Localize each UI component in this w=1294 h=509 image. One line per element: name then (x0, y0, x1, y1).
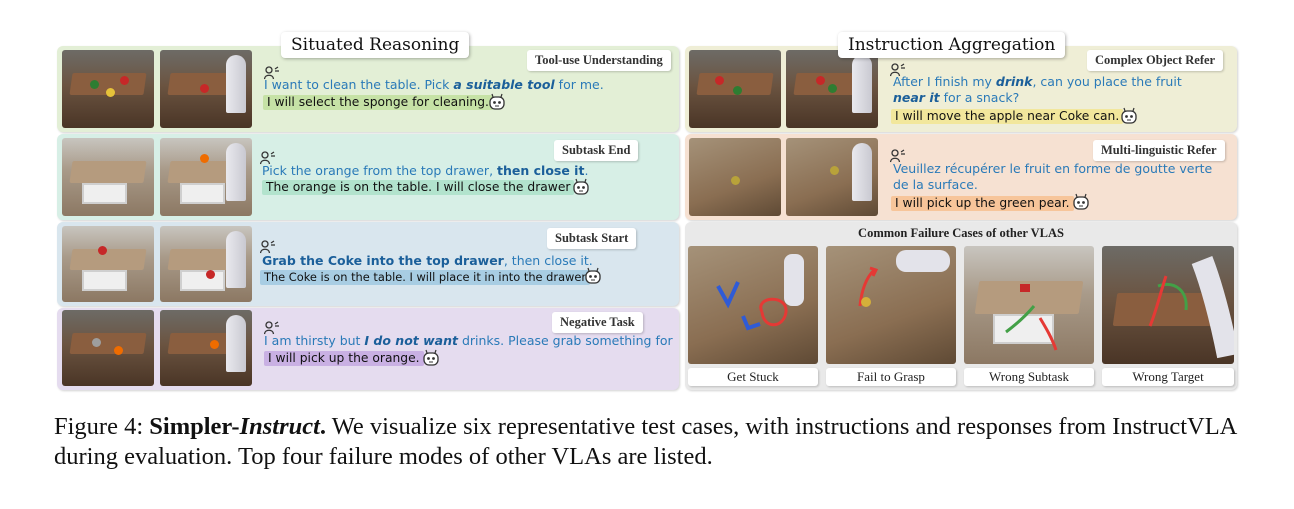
panel-multi-linguistic-refer: Multi-linguistic Refer Veuillez récupére… (685, 134, 1237, 220)
response-bubble: The Coke is on the table. I will place i… (260, 270, 591, 285)
failure-image (688, 246, 818, 364)
response-bubble: I will pick up the orange. (264, 351, 424, 366)
scene-image (689, 50, 781, 128)
case-tag: Subtask Start (547, 228, 637, 249)
robot-face-icon (583, 267, 603, 285)
scene-image (160, 50, 252, 128)
figure: Tool-use Understanding I want to clean t… (57, 32, 1237, 390)
instruction-text: I want to clean the table. Pick a suitab… (264, 77, 604, 92)
scene-image (689, 138, 781, 216)
failure-label: Get Stuck (688, 368, 818, 386)
case-tag: Tool-use Understanding (527, 50, 671, 71)
response-bubble: The orange is on the table. I will close… (262, 180, 575, 195)
panel-negative-task: Negative Task I am thirsty but I do not … (57, 308, 679, 390)
case-tag: Negative Task (552, 312, 643, 333)
failure-image (826, 246, 956, 364)
case-tag: Multi-linguistic Refer (1093, 140, 1225, 161)
instruction-text: Grab the Coke into the top drawer, then … (262, 253, 593, 268)
case-tag: Complex Object Refer (1087, 50, 1224, 71)
scene-image (62, 226, 154, 302)
scene-image (62, 310, 154, 386)
user-speaking-icon (890, 63, 906, 77)
robot-face-icon (571, 178, 591, 196)
scene-image (62, 50, 154, 128)
scene-image (62, 138, 154, 216)
failure-label: Wrong Subtask (964, 368, 1094, 386)
section-title-instruction-aggregation: Instruction Aggregation (838, 32, 1066, 58)
instruction-text: I am thirsty but I do not want drinks. P… (264, 333, 673, 364)
instruction-text: After I finish my drink, can you place t… (893, 74, 1182, 105)
robot-face-icon (1119, 107, 1139, 125)
failure-title: Common Failure Cases of other VLAS (858, 226, 1064, 240)
section-title-situated-reasoning: Situated Reasoning (281, 32, 470, 58)
failure-label: Wrong Target (1102, 368, 1234, 386)
case-tag: Subtask End (554, 140, 639, 161)
user-speaking-icon (260, 240, 276, 254)
robot-face-icon (1071, 193, 1091, 211)
response-bubble: I will pick up the green pear. (891, 196, 1074, 211)
panel-subtask-start: Subtask Start Grab the Coke into the top… (57, 222, 679, 306)
scene-image (160, 138, 252, 216)
scene-image (786, 50, 878, 128)
panel-tool-use: Tool-use Understanding I want to clean t… (57, 46, 679, 132)
robot-face-icon (421, 349, 441, 367)
figure-caption: Figure 4: Simpler-Instruct. We visualize… (54, 413, 1237, 470)
response-bubble: I will move the apple near Coke can. (891, 109, 1124, 124)
failure-image (1102, 246, 1234, 364)
instruction-text: Pick the orange from the top drawer, the… (262, 163, 589, 178)
robot-face-icon (487, 93, 507, 111)
user-speaking-icon (264, 321, 280, 335)
panel-failure-cases: Common Failure Cases of other VLAS (685, 222, 1237, 390)
instruction-text: Veuillez récupérer le fruit en forme de … (893, 161, 1213, 192)
user-speaking-icon (260, 151, 276, 165)
scene-image (786, 138, 878, 216)
scene-image (160, 226, 252, 302)
panel-subtask-end: Subtask End Pick the orange from the top… (57, 134, 679, 220)
failure-label: Fail to Grasp (826, 368, 956, 386)
scene-image (160, 310, 252, 386)
panel-complex-object-refer: Complex Object Refer After I finish my d… (685, 46, 1237, 132)
user-speaking-icon (264, 66, 280, 80)
user-speaking-icon (890, 149, 906, 163)
response-bubble: I will select the sponge for cleaning. (263, 95, 493, 110)
failure-image (964, 246, 1094, 364)
